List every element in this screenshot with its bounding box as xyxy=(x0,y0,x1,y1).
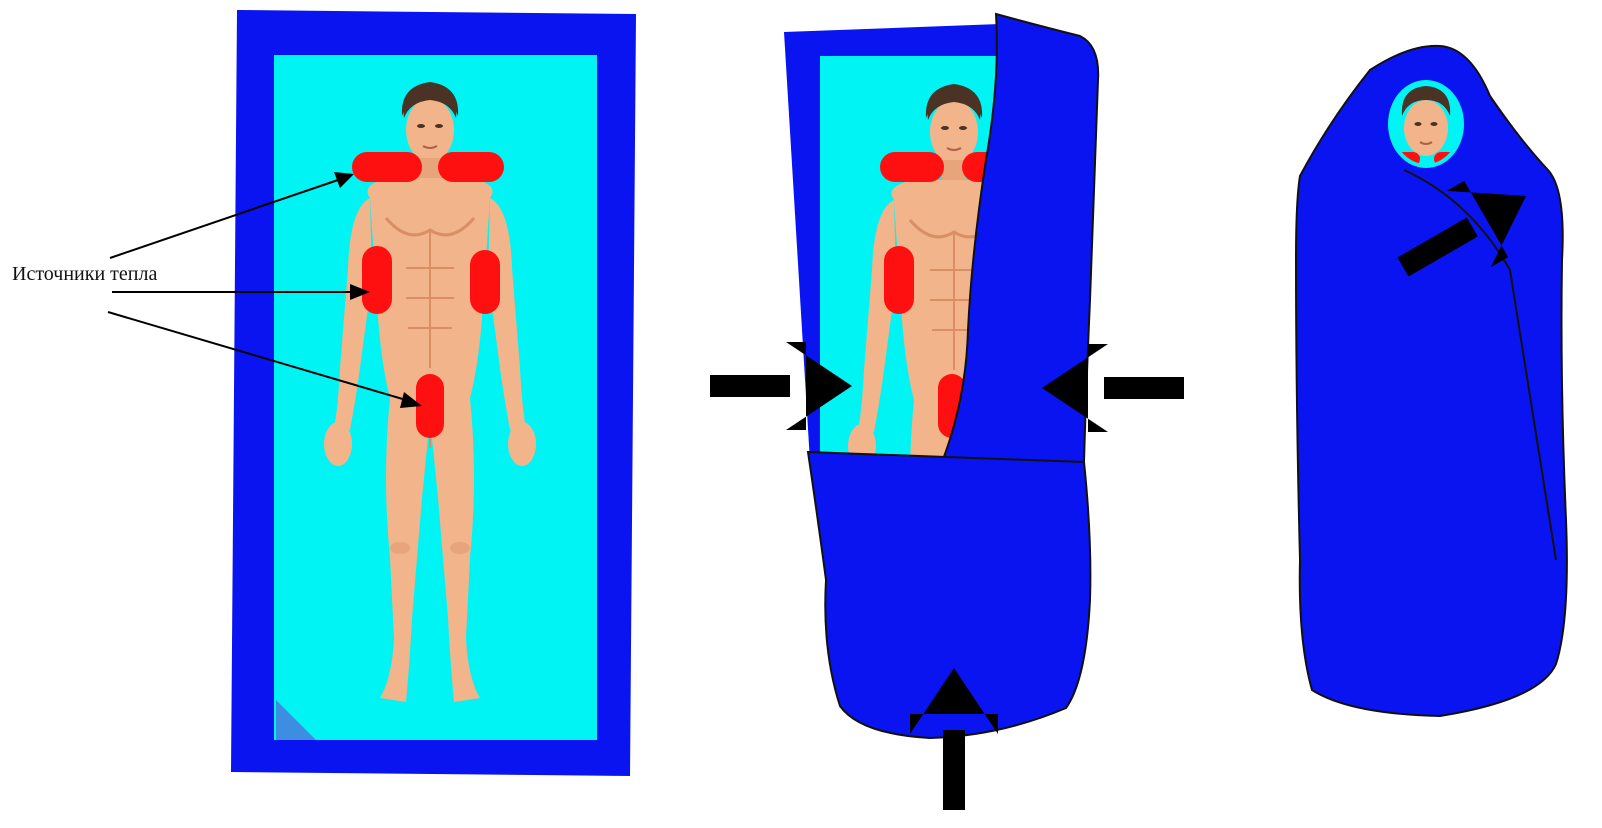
heat-pad-neck-right xyxy=(438,152,504,182)
panel-2-folding xyxy=(710,14,1184,810)
panel-3-wrapped xyxy=(1296,46,1567,716)
panel-1-open-blanket: Источники тепла xyxy=(12,10,636,776)
heat-pad-neck-left xyxy=(352,152,422,182)
heat-pad-armpit-right xyxy=(470,250,500,314)
heat-sources-label: Источники тепла xyxy=(12,263,157,285)
heat-pad-armpit-left xyxy=(362,246,392,314)
